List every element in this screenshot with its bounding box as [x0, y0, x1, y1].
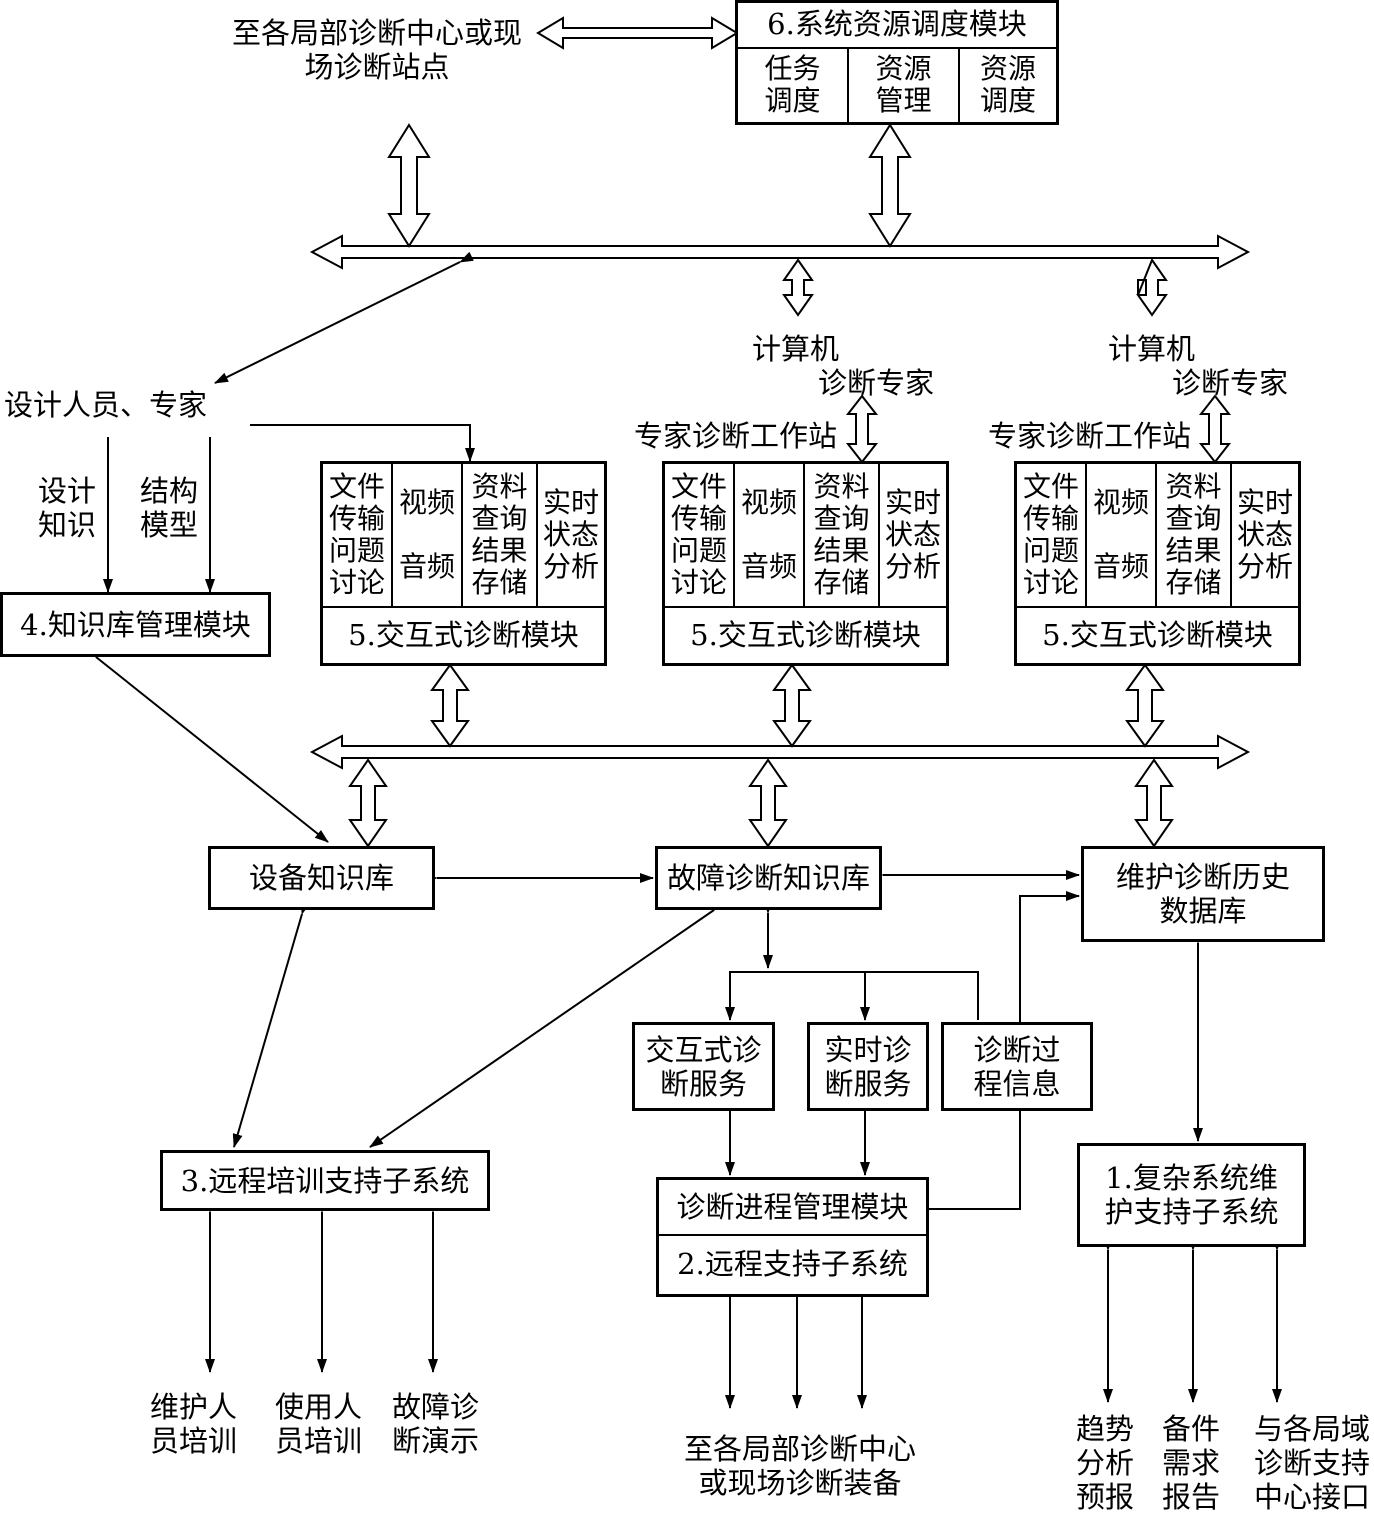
- module2-bus-arrow: [772, 663, 812, 748]
- services-bracket: [729, 971, 979, 1020]
- trend-analysis-label: 趋势 分析 预报: [1076, 1412, 1135, 1514]
- video-audio-cell: 视频 音频: [735, 464, 805, 606]
- remote-support-subsystem-label: 2.远程支持子系统: [677, 1247, 908, 1281]
- video-audio-cell: 视频 音频: [393, 464, 463, 606]
- file-transfer-cell: 文件 传输 问题 讨论: [1017, 464, 1087, 606]
- resource-management-cell: 资源 管理: [849, 47, 960, 122]
- structure-model-label: 结构 模型: [140, 474, 199, 542]
- data-query-cell: 资料 查询 结果 存储: [1157, 464, 1232, 606]
- remote-training-subsystem-label: 3.远程培训支持子系统: [180, 1163, 470, 1198]
- expert-label-2: 诊断专家: [1172, 366, 1289, 400]
- far-target-link-arrow: [536, 16, 739, 50]
- knowledge-base-management-label: 4.知识库管理模块: [20, 607, 251, 642]
- file-transfer-cell: 文件 传输 问题 讨论: [665, 464, 735, 606]
- remote-training-subsystem: 3.远程培训支持子系统: [160, 1150, 490, 1211]
- process-history-line: [928, 1111, 1021, 1210]
- designers-module-line: [250, 424, 475, 462]
- fault-demo-label: 故障诊 断演示: [392, 1390, 480, 1458]
- complex-maintenance-subsystem-label: 1.复杂系统维 护支持子系统: [1104, 1161, 1279, 1229]
- equipment-knowledge-base: 设备知识库: [208, 846, 435, 910]
- fault-diagnosis-knowledge-base: 故障诊断知识库: [655, 846, 882, 910]
- fault-diagnosis-knowledge-base-label: 故障诊断知识库: [666, 861, 870, 895]
- interactive-module-title: 5.交互式诊断模块: [348, 617, 579, 652]
- module1-bus-arrow: [430, 663, 470, 748]
- interactive-diagnosis-module-3: 文件 传输 问题 讨论 视频 音频 资料 查询 结果 存储 实时 状态 分析 5…: [1014, 461, 1301, 666]
- module3-bus-arrow: [1125, 663, 1165, 748]
- fault-training-line: [369, 898, 728, 1148]
- interactive-module-title: 5.交互式诊断模块: [690, 617, 921, 652]
- data-query-cell: 资料 查询 结果 存储: [805, 464, 880, 606]
- station-label-2: 专家诊断工作站: [988, 419, 1192, 453]
- interactive-diagnosis-module-2: 文件 传输 问题 讨论 视频 音频 资料 查询 结果 存储 实时 状态 分析 5…: [662, 461, 949, 666]
- computer1-bus-arrow: [782, 258, 814, 317]
- diagnosis-process-info: 诊断过 程信息: [941, 1022, 1093, 1111]
- top-bus: [309, 234, 1251, 270]
- realtime-diagnosis-service-label: 实时诊 断服务: [824, 1032, 912, 1101]
- data-query-cell: 资料 查询 结果 存储: [463, 464, 538, 606]
- processinfo-history-line: [1019, 891, 1080, 1024]
- expert-label-1: 诊断专家: [818, 366, 935, 400]
- process-management-module: 诊断进程管理模块: [659, 1180, 926, 1236]
- kbmgmt-equipment-line: [82, 644, 329, 843]
- design-knowledge-label: 设计 知识: [38, 474, 97, 542]
- fault-kb-bus-arrow: [748, 758, 788, 848]
- designers-label: 设计人员、专家: [4, 388, 208, 422]
- video-audio-cell: 视频 音频: [1087, 464, 1157, 606]
- expert2-station-arrow: [1198, 394, 1232, 464]
- expert1-station-arrow: [845, 394, 879, 464]
- user-training-label: 使用人 员培训: [275, 1390, 363, 1458]
- computer-label-2: 计算机: [1108, 332, 1196, 366]
- designers-bus-line: [214, 251, 474, 384]
- interactive-module-title: 5.交互式诊断模块: [1042, 617, 1273, 652]
- far-target-label: 至各局部诊断中心或现 场诊断站点: [231, 16, 522, 84]
- realtime-status-cell: 实时 状态 分析: [884, 486, 941, 583]
- resource-bus-arrow: [868, 123, 912, 248]
- history-kb-bus-arrow: [1134, 758, 1174, 848]
- maintainer-training-label: 维护人 员培训: [150, 1390, 238, 1458]
- realtime-status-cell: 实时 状态 分析: [542, 486, 599, 583]
- diagnosis-process-info-label: 诊断过 程信息: [973, 1032, 1061, 1101]
- remote-output-label: 至各局部诊断中心 或现场诊断装备: [683, 1432, 916, 1500]
- file-transfer-cell: 文件 传输 问题 讨论: [323, 464, 393, 606]
- knowledge-base-management-module: 4.知识库管理模块: [0, 592, 271, 657]
- resource-dispatch-cell: 资源 调度: [979, 51, 1036, 117]
- equipment-kb-bus-arrow: [348, 758, 388, 848]
- interactive-diagnosis-module-1: 文件 传输 问题 讨论 视频 音频 资料 查询 结果 存储 实时 状态 分析 5…: [320, 461, 607, 666]
- equipment-knowledge-base-label: 设备知识库: [248, 861, 394, 895]
- remote-support-subsystem: 诊断进程管理模块 2.远程支持子系统: [656, 1177, 929, 1297]
- far-target-bus-arrow: [387, 123, 431, 248]
- task-scheduling-cell: 任务 调度: [738, 47, 849, 122]
- realtime-status-cell: 实时 状态 分析: [1236, 486, 1293, 583]
- maintenance-history-database-label: 维护诊断历史 数据库: [1115, 860, 1290, 928]
- realtime-diagnosis-service: 实时诊 断服务: [807, 1022, 929, 1111]
- resource-scheduling-module: 6.系统资源调度模块 任务 调度 资源 管理 资源 调度: [735, 0, 1059, 125]
- resource-module-title: 6.系统资源调度模块: [738, 3, 1056, 49]
- station-label-1: 专家诊断工作站: [634, 419, 838, 453]
- complex-maintenance-subsystem: 1.复杂系统维 护支持子系统: [1077, 1143, 1306, 1247]
- interactive-diagnosis-service: 交互式诊 断服务: [632, 1022, 775, 1111]
- computer2-bus-arrow: [1136, 257, 1168, 317]
- maintenance-history-database: 维护诊断历史 数据库: [1081, 846, 1325, 942]
- interactive-diagnosis-service-label: 交互式诊 断服务: [645, 1032, 762, 1101]
- spare-parts-label: 备件 需求 报告: [1162, 1412, 1221, 1514]
- middle-bus: [309, 734, 1251, 770]
- computer-label-1: 计算机: [752, 332, 840, 366]
- equipment-training-line: [232, 900, 311, 1148]
- local-center-interface-label: 与各局域 诊断支持 中心接口: [1254, 1412, 1371, 1514]
